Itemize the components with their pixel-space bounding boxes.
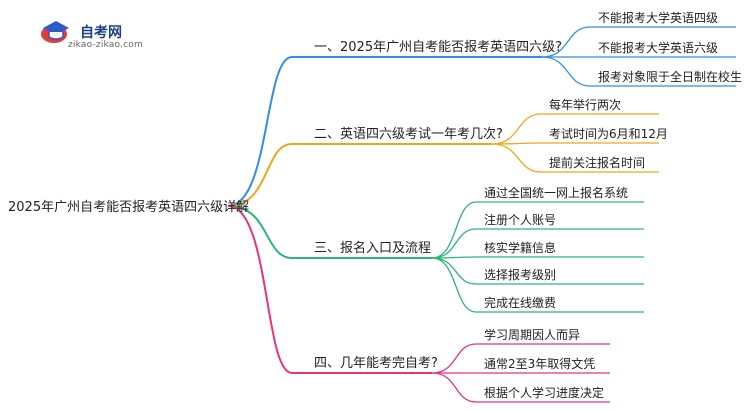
leaf-3-1-label: 通过全国统一网上报名系统 (484, 185, 628, 200)
leaf-1-3-label: 报考对象限于全日制在校生 (598, 69, 742, 84)
link-branch-3-leaf-2 (431, 228, 477, 259)
root-topic: 2025年广州自考能否报考英语四六级详解 (8, 200, 249, 215)
graduation-cap-icon (41, 21, 69, 43)
leaf-2-1-label: 每年举行两次 (549, 97, 621, 112)
leaf-4-2-label: 通常2至3年取得文凭 (484, 356, 595, 371)
branch-2-label: 二、英语四六级考试一年考几次? (314, 126, 503, 142)
leaf-1-1-label: 不能报考大学英语四级 (598, 10, 718, 25)
link-root-branch-2 (227, 143, 293, 207)
mind-map-nodes: 2025年广州自考能否报考英语四六级详解 一、2025年广州自考能否报考英语四六级… (8, 10, 742, 400)
brand-site: zikao-zikao.com (68, 40, 143, 50)
link-root-branch-3 (227, 205, 293, 259)
leaf-1-2-label: 不能报考大学英语六级 (598, 40, 718, 55)
link-branch-1-leaf-3 (541, 56, 591, 87)
link-branch-3-leaf-1 (431, 201, 477, 259)
branch-1-label: 一、2025年广州自考能否报考英语四六级? (314, 40, 562, 55)
leaf-4-3-label: 根据个人学习进度决定 (484, 385, 604, 400)
leaf-2-2-label: 考试时间为6月和12月 (549, 126, 668, 141)
link-branch-2-leaf-1 (491, 113, 542, 145)
branch-3-label: 三、报名入口及流程 (314, 240, 431, 256)
link-branch-3-leaf-5 (431, 257, 477, 313)
link-branch-2-leaf-3 (491, 143, 542, 173)
link-root-branch-1 (227, 56, 293, 207)
link-root-branch-4 (227, 205, 293, 374)
link-branch-1-leaf-1 (541, 26, 591, 58)
leaf-2-3-label: 提前关注报名时间 (549, 155, 645, 170)
brand-name: 自考网 (80, 25, 122, 41)
leaf-3-2-label: 注册个人账号 (484, 212, 556, 227)
branch-4-label: 四、几年能考完自考? (314, 356, 438, 371)
leaf-3-5-label: 完成在线缴费 (484, 295, 556, 310)
leaf-3-3-label: 核实学籍信息 (484, 240, 556, 255)
link-branch-4-leaf-3 (431, 372, 477, 403)
leaf-4-1-label: 学习周期因人而异 (484, 327, 580, 342)
connector-lines (227, 26, 736, 403)
brand-logo: 自考网 zikao-zikao.com (18, 10, 168, 55)
leaf-3-4-label: 选择报考级别 (484, 267, 556, 282)
link-branch-4-leaf-1 (431, 343, 477, 374)
